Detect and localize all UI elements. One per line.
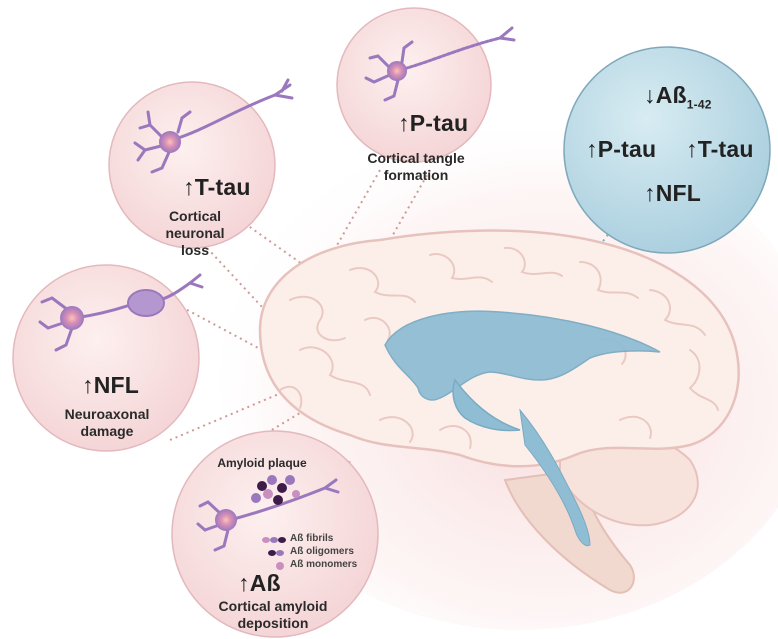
soma-nfl <box>60 306 84 330</box>
legend-abeta-monomers: Aß monomers <box>290 559 357 570</box>
legend-abeta-fibrils: Aß fibrils <box>290 533 333 544</box>
label-ttau: ↑T-tau <box>183 174 251 201</box>
axon-swelling <box>128 290 164 316</box>
soma-ptau <box>387 61 407 81</box>
caption-abeta: Cortical amyloid deposition <box>208 598 338 632</box>
csf-ttau: ↑T-tau <box>686 136 754 163</box>
caption-ptau: Cortical tangle formation <box>366 150 466 184</box>
csf-ptau: ↑P-tau <box>586 136 656 163</box>
circle-ptau <box>337 8 491 162</box>
caption-ttau: Cortical neuronal loss <box>140 208 250 259</box>
soma-ttau <box>159 131 181 153</box>
csf-abeta: ↓Aß1-42 <box>644 82 712 112</box>
soma-abeta <box>215 509 237 531</box>
label-nfl: ↑NFL <box>82 372 139 399</box>
legend-abeta-oligomers: Aß oligomers <box>290 546 354 557</box>
caption-nfl: Neuroaxonal damage <box>58 406 156 440</box>
label-abeta: ↑Aß <box>238 570 281 597</box>
label-ptau: ↑P-tau <box>398 110 468 137</box>
csf-nfl: ↑NFL <box>644 180 701 207</box>
title-amyloid-plaque: Amyloid plaque <box>202 455 322 472</box>
